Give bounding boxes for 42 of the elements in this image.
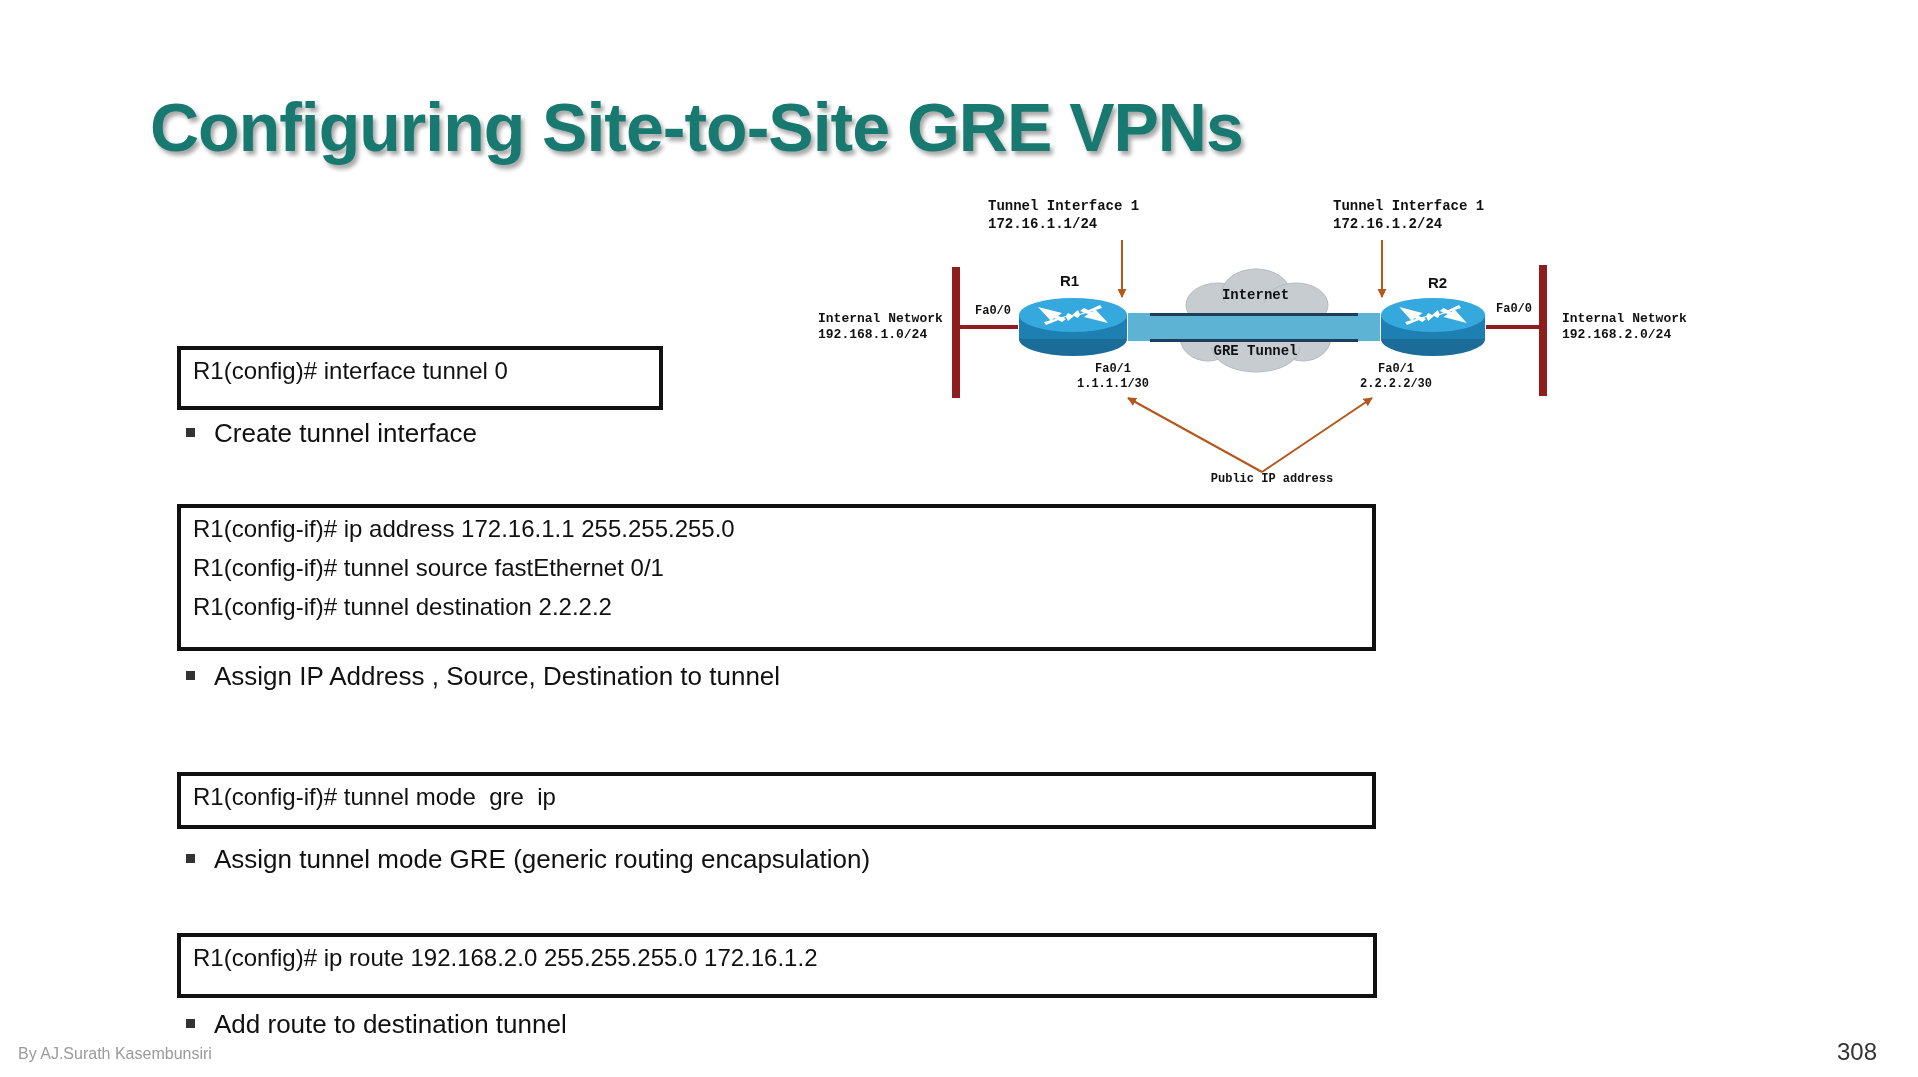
cloud-label: Internet (1221, 287, 1290, 303)
bullet-point-text: Assign IP Address , Source, Destination to tunnel (186, 661, 781, 692)
command-text: R1(config-if)# ip address 172.16.1.1 255.255.255.0 (193, 514, 736, 544)
annotation-text: Tunnel Interface 1 172.16.1.1/24 (988, 198, 1168, 233)
router-label: R1 (1060, 272, 1080, 289)
slide-title: Configuring Site-to-Site GRE VPNs (150, 88, 1243, 166)
network-link (1486, 325, 1539, 329)
leader-arrow (1377, 239, 1387, 298)
port-label: Fa0/0 (1496, 302, 1532, 316)
command-text: R1(config-if)# tunnel mode gre ip (193, 782, 557, 812)
network-label: Internal Network 192.168.1.0/24 (818, 311, 944, 344)
annotation-text: Fa0/1 2.2.2.2/30 (1346, 362, 1446, 392)
bullet-point-text: Assign tunnel mode GRE (generic routing encapsulation) (186, 844, 871, 875)
cloud-label: GRE Tunnel (1213, 343, 1298, 359)
command-text: R1(config-if)# tunnel destination 2.2.2.2 (193, 592, 613, 622)
tunnel-pipe (1358, 313, 1380, 341)
annotation-text: Tunnel Interface 1 172.16.1.2/24 (1333, 198, 1513, 233)
router-icon (1380, 297, 1486, 357)
network-link (960, 325, 1018, 329)
network-label: Internal Network 192.168.2.0/24 (1562, 311, 1688, 344)
command-box (177, 504, 1376, 651)
bullet-point-text: Create tunnel interface (186, 418, 478, 449)
router-label: R2 (1428, 274, 1448, 291)
router-icon (1018, 297, 1128, 357)
author-credit: By AJ.Surath Kasembunsiri (18, 1045, 212, 1063)
page-number: 308 (1837, 1038, 1878, 1066)
command-box (177, 933, 1377, 998)
leader-arrow (1261, 397, 1373, 473)
bullet-point-text: Add route to destination tunnel (186, 1009, 567, 1040)
command-box (177, 772, 1376, 829)
leader-arrow (1117, 239, 1127, 298)
network-segment-bar (1539, 265, 1547, 396)
tunnel-pipe (1128, 313, 1150, 341)
command-box (177, 346, 663, 410)
command-text: R1(config)# interface tunnel 0 (193, 356, 509, 386)
annotation-text: Public IP address (1188, 472, 1356, 487)
command-text: R1(config)# ip route 192.168.2.0 255.255.255.0 172.16.1.2 (193, 943, 819, 973)
network-segment-bar (952, 267, 960, 398)
port-label: Fa0/0 (975, 304, 1011, 318)
annotation-text: Fa0/1 1.1.1.1/30 (1063, 362, 1163, 392)
leader-arrow (1127, 397, 1263, 473)
command-text: R1(config-if)# tunnel source fastEthernet 0/1 (193, 553, 665, 583)
